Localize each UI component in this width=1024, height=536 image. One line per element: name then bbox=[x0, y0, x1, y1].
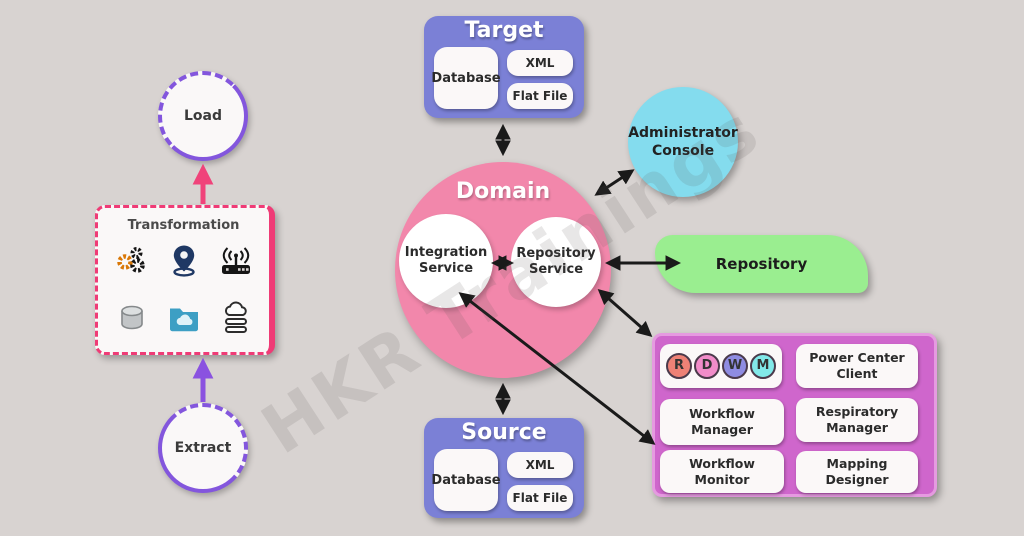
administrator-console-node: Administrator Console bbox=[628, 87, 738, 197]
badge-w: W bbox=[722, 353, 748, 379]
client-tools-panel: R D W M Power Center Client Workflow Man… bbox=[652, 333, 937, 497]
repository-service-node: Repository Service bbox=[511, 217, 601, 307]
domain-node: Domain Integration Service Repository Se… bbox=[395, 162, 611, 378]
respiratory-manager-chip: Respiratory Manager bbox=[796, 398, 918, 442]
transformation-node: Transformation bbox=[95, 205, 275, 355]
wireless-router-icon bbox=[221, 247, 250, 274]
transformation-icon-row-1 bbox=[98, 242, 269, 278]
repository-node: Repository bbox=[655, 235, 868, 293]
integration-service-node: Integration Service bbox=[399, 214, 493, 308]
source-xml-chip: XML bbox=[507, 452, 573, 478]
location-pin-icon bbox=[172, 245, 195, 277]
badge-m: M bbox=[750, 353, 776, 379]
target-database-chip: Database bbox=[431, 47, 501, 109]
cloud-folder-icon bbox=[169, 308, 198, 332]
target-node: Target Database XML Flat File bbox=[424, 16, 584, 118]
mapping-designer-chip: Mapping Designer bbox=[796, 451, 918, 493]
database-cylinder-icon bbox=[120, 305, 143, 330]
transformation-title: Transformation bbox=[127, 218, 240, 233]
arrow-reposervice-panel bbox=[597, 288, 653, 338]
target-flatfile-chip: Flat File bbox=[507, 83, 573, 109]
domain-title: Domain bbox=[455, 179, 551, 204]
source-title: Source bbox=[461, 420, 547, 445]
badge-d: D bbox=[694, 353, 720, 379]
source-flatfile-chip: Flat File bbox=[507, 485, 573, 511]
transformation-icon-row-2 bbox=[98, 300, 269, 336]
extract-label: Extract bbox=[174, 440, 232, 456]
target-title: Target bbox=[464, 18, 544, 43]
extract-node: Extract bbox=[158, 403, 248, 493]
source-database-chip: Database bbox=[431, 449, 501, 511]
cloud-server-icon bbox=[224, 301, 247, 333]
workflow-manager-chip: Workflow Manager bbox=[660, 399, 784, 445]
load-label: Load bbox=[183, 108, 222, 124]
target-xml-chip: XML bbox=[507, 50, 573, 76]
power-center-client-chip: Power Center Client bbox=[796, 344, 918, 388]
workflow-monitor-chip: Workflow Monitor bbox=[660, 450, 784, 493]
source-node: Source Database XML Flat File bbox=[424, 418, 584, 518]
gears-icon bbox=[116, 247, 145, 273]
rdwm-badges-chip: R D W M bbox=[660, 344, 782, 388]
badge-r: R bbox=[666, 353, 692, 379]
load-node: Load bbox=[158, 71, 248, 161]
